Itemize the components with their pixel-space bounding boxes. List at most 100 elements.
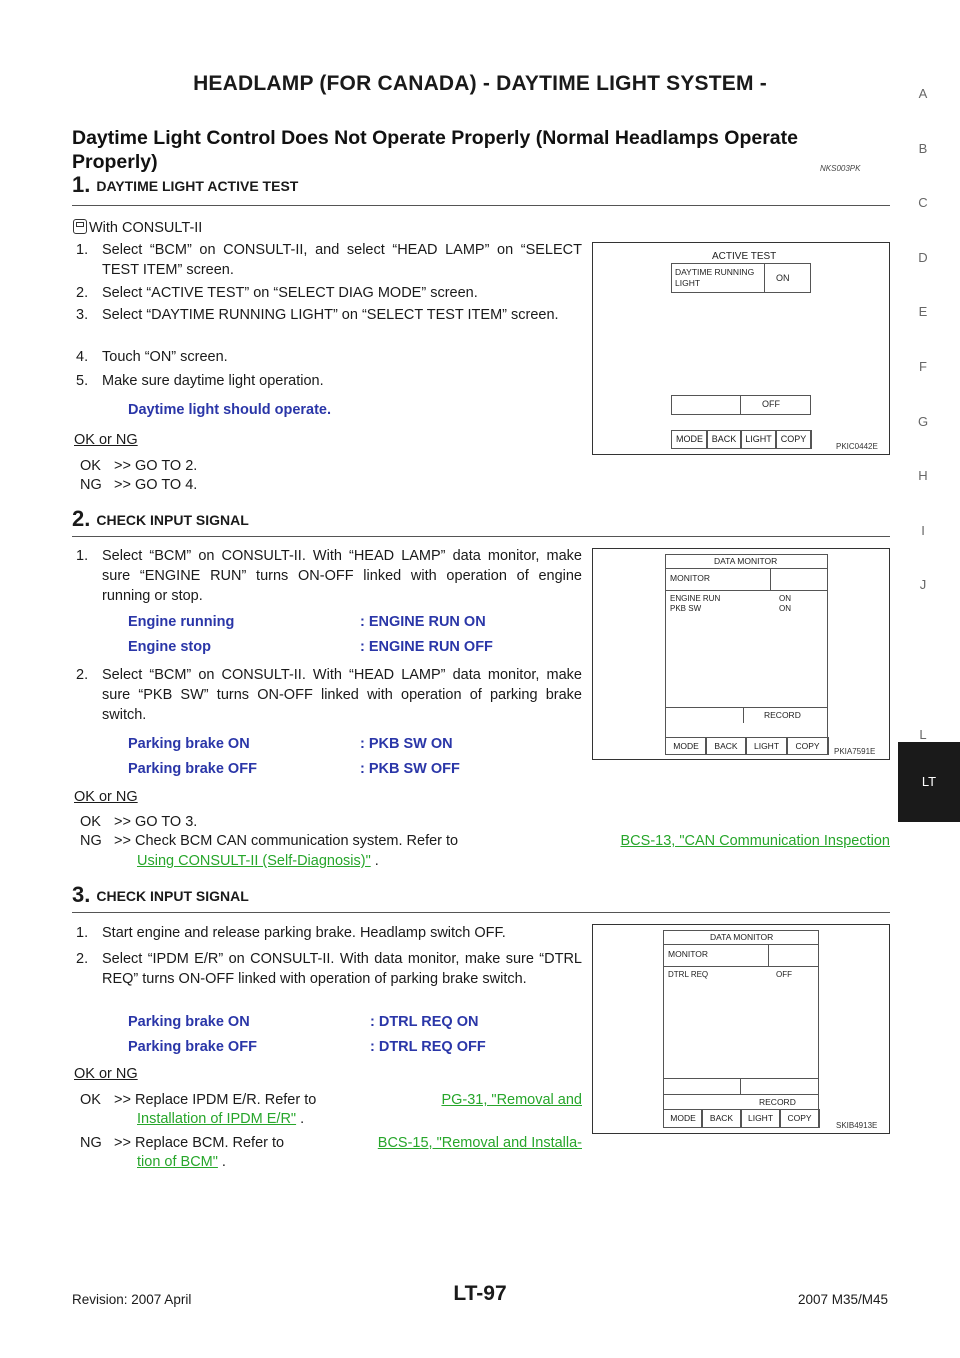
step-3-heading: 3.CHECK INPUT SIGNAL [72, 882, 249, 908]
list-item: 4. Touch “ON” screen. [76, 347, 582, 367]
result-action: >> Replace IPDM E/R. Refer to [114, 1092, 317, 1108]
result-action: >> GO TO 3. [114, 814, 198, 830]
result-key: NG [80, 833, 102, 849]
list-item-text: Select “BCM” on CONSULT-II, and select “… [102, 242, 582, 278]
step-number: 1. [72, 172, 91, 197]
light-button[interactable]: LIGHT [745, 737, 788, 755]
section-index-item[interactable]: H [918, 468, 928, 484]
list-item-text: Select “IPDM E/R” on CONSULT-II. With da… [102, 951, 582, 987]
list-item-text: Select “BCM” on CONSULT-II. With “HEAD L… [102, 548, 582, 604]
record-button[interactable]: RECORD [764, 710, 801, 720]
section-index-item[interactable]: D [918, 249, 928, 265]
spec-value: : ENGINE RUN OFF [360, 639, 493, 655]
result-ng: NG >> GO TO 4. [80, 475, 197, 495]
result-ng-continued: Using CONSULT-II (Self-Diagnosis)" . [137, 851, 379, 871]
figure-code: PKIA7591E [834, 747, 876, 756]
section-index-item[interactable]: F [919, 358, 927, 374]
list-item-text: Start engine and release parking brake. … [102, 925, 506, 941]
reference-link[interactable]: Using CONSULT-II (Self-Diagnosis)" [137, 853, 371, 869]
section-index-item[interactable]: I [921, 522, 925, 538]
off-button[interactable]: OFF [762, 399, 780, 409]
copy-button[interactable]: COPY [779, 1109, 820, 1128]
divider [72, 205, 890, 206]
monitor-item-name: DTRL REQ [668, 970, 709, 979]
list-item-number: 1. [76, 925, 89, 941]
list-item: 5. Make sure daytime light operation. [76, 371, 582, 391]
consult-line: With CONSULT-II [73, 218, 202, 238]
on-button[interactable]: ON [776, 273, 790, 283]
section-index-item[interactable]: C [918, 195, 928, 211]
data-monitor-screen-figure: DATA MONITOR MONITOR ENGINE RUN ON PKB S… [592, 548, 890, 760]
copy-button[interactable]: COPY [775, 430, 812, 449]
section-index-item[interactable]: E [918, 304, 928, 320]
back-button[interactable]: BACK [706, 430, 742, 449]
figure-code: PKIC0442E [836, 442, 878, 451]
off-row: OFF [671, 395, 811, 415]
bottom-buttons: MODE BACK LIGHT COPY [663, 1109, 820, 1128]
section-index: A B C D E F G H I J L M [908, 86, 938, 836]
bottom-buttons: MODE BACK LIGHT COPY [671, 430, 812, 449]
document-code: NKS003PK [820, 164, 861, 173]
divider [72, 536, 890, 537]
trailing-text: . [370, 853, 379, 869]
light-button[interactable]: LIGHT [740, 1109, 781, 1128]
test-item-name-line1: DAYTIME RUNNING [675, 267, 755, 277]
consult-label: With CONSULT-II [89, 220, 203, 236]
result-key: NG [80, 1135, 102, 1151]
back-button[interactable]: BACK [705, 737, 747, 755]
result-action: >> Replace BCM. Refer to [114, 1135, 285, 1151]
reference-link[interactable]: PG-31, "Removal and [441, 1092, 582, 1108]
list-item: 2. Select “IPDM E/R” on CONSULT-II. With… [76, 949, 582, 989]
monitor-item-value: ON [779, 604, 791, 613]
list-item: 1. Select “BCM” on CONSULT-II. With “HEA… [76, 546, 582, 606]
step-1-heading: 1.DAYTIME LIGHT ACTIVE TEST [72, 172, 298, 198]
section-index-item[interactable]: L [919, 726, 927, 742]
expected-result-note: Daytime light should operate. [128, 402, 332, 418]
result-key: OK [80, 814, 101, 830]
list-item-text: Make sure daytime light operation. [102, 373, 324, 389]
light-button[interactable]: LIGHT [740, 430, 777, 449]
mode-button[interactable]: MODE [671, 430, 708, 449]
mode-button[interactable]: MODE [663, 1109, 703, 1128]
reference-link[interactable]: BCS-13, "CAN Communication Inspection [620, 833, 890, 849]
result-ok: OK >> GO TO 3. [80, 812, 197, 832]
step-number: 2. [72, 506, 91, 531]
list-item-number: 3. [76, 307, 89, 323]
bottom-buttons: MODE BACK LIGHT COPY [665, 737, 829, 755]
ok-or-ng-label: OK or NG [74, 1066, 138, 1082]
section-tab-active[interactable]: LT [898, 742, 960, 822]
monitor-item-name: ENGINE RUN [670, 594, 721, 603]
test-item-row: DAYTIME RUNNING LIGHT ON [671, 263, 811, 293]
result-ng: NG >> Replace BCM. Refer to BCS-15, "Rem… [80, 1133, 582, 1153]
reference-link[interactable]: Installation of IPDM E/R" [137, 1111, 297, 1127]
result-key: NG [80, 477, 102, 493]
section-index-item[interactable]: J [919, 577, 927, 593]
section-index-item[interactable]: A [918, 86, 928, 101]
list-item: 1. Select “BCM” on CONSULT-II, and selec… [76, 240, 582, 280]
ok-or-ng-label: OK or NG [74, 789, 138, 805]
record-button[interactable]: RECORD [759, 1097, 796, 1107]
divider [72, 912, 890, 913]
monitor-frame: DATA MONITOR MONITOR DTRL REQ OFF RECORD [663, 930, 819, 1110]
back-button[interactable]: BACK [701, 1109, 742, 1128]
section-index-item[interactable]: G [917, 413, 929, 429]
result-ok: OK >> GO TO 2. [80, 456, 197, 476]
page-header: HEADLAMP (FOR CANADA) - DAYTIME LIGHT SY… [193, 72, 767, 95]
list-item: 2. Select “BCM” on CONSULT-II. With “HEA… [76, 665, 582, 725]
mode-button[interactable]: MODE [665, 737, 707, 755]
result-key: OK [80, 458, 101, 474]
list-item-number: 4. [76, 349, 89, 365]
monitor-frame: DATA MONITOR MONITOR ENGINE RUN ON PKB S… [665, 554, 828, 738]
copy-button[interactable]: COPY [786, 737, 829, 755]
reference-link[interactable]: BCS-15, "Removal and Installa- [377, 1135, 582, 1151]
spec-value: : ENGINE RUN ON [360, 614, 486, 630]
monitor-label: MONITOR [670, 573, 710, 583]
trailing-text: . [296, 1111, 305, 1127]
spec-condition: Parking brake OFF [128, 1039, 257, 1055]
spec-condition: Parking brake ON [128, 1014, 250, 1030]
active-test-screen-figure: ACTIVE TEST DAYTIME RUNNING LIGHT ON OFF… [592, 242, 890, 455]
spec-condition: Parking brake ON [128, 736, 250, 752]
reference-link[interactable]: tion of BCM" [137, 1154, 218, 1170]
model-label: 2007 M35/M45 [797, 1292, 888, 1307]
section-index-item[interactable]: B [918, 140, 928, 156]
